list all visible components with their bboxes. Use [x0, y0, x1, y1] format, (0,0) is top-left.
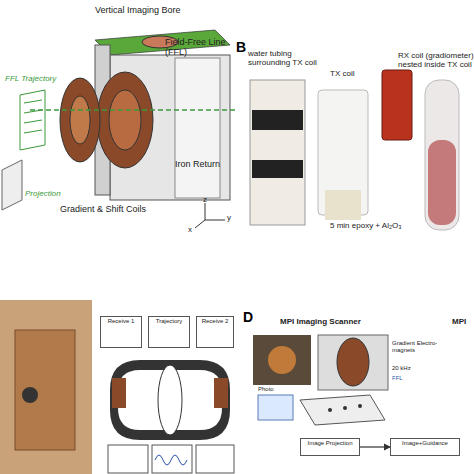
label: TX coil [330, 70, 375, 79]
label: 5 min epoxy + Al₂O₃ [330, 222, 440, 231]
scanner-c [0, 300, 234, 474]
label: MPI Imaging Scanner [280, 318, 390, 327]
box-title: Trajectory [149, 317, 189, 325]
arrow [360, 446, 390, 447]
scanner-d [253, 335, 388, 425]
coil-photo [250, 70, 459, 230]
label: FFL Trajectory [5, 75, 65, 84]
label: Projection [25, 190, 85, 199]
label: RX coil (gradiometer) nested inside TX c… [398, 52, 474, 70]
box-title: Receive 2 [197, 317, 233, 325]
panel-box: Image Projection [300, 438, 360, 456]
box-title: Image Projection [301, 439, 359, 447]
label: Field-Free Line (FFL) [165, 38, 235, 58]
label: Photo [258, 386, 298, 393]
label: D [243, 310, 258, 325]
panel-box: Trajectory [148, 316, 190, 348]
scanner-a [2, 30, 235, 228]
box-title: Image+Guidance [391, 439, 459, 447]
label: Gradient & Shift Coils [60, 205, 170, 215]
label: z [203, 196, 213, 205]
label: x [188, 226, 198, 235]
label: water tubing surrounding TX coil [248, 50, 328, 68]
label: MPI [452, 318, 474, 327]
label: 20 kHz [392, 365, 432, 372]
label: Gradient Electro-magnets [392, 340, 452, 353]
box-title: Receive 1 [101, 317, 141, 325]
label: y [227, 214, 237, 223]
label: FFL [392, 375, 432, 382]
panel-box: Receive 2 [196, 316, 234, 348]
label: Iron Return [175, 160, 230, 170]
panel-box: Receive 1 [100, 316, 142, 348]
label: Vertical Imaging Bore [95, 6, 195, 16]
panel-box: Image+Guidance [390, 438, 460, 456]
